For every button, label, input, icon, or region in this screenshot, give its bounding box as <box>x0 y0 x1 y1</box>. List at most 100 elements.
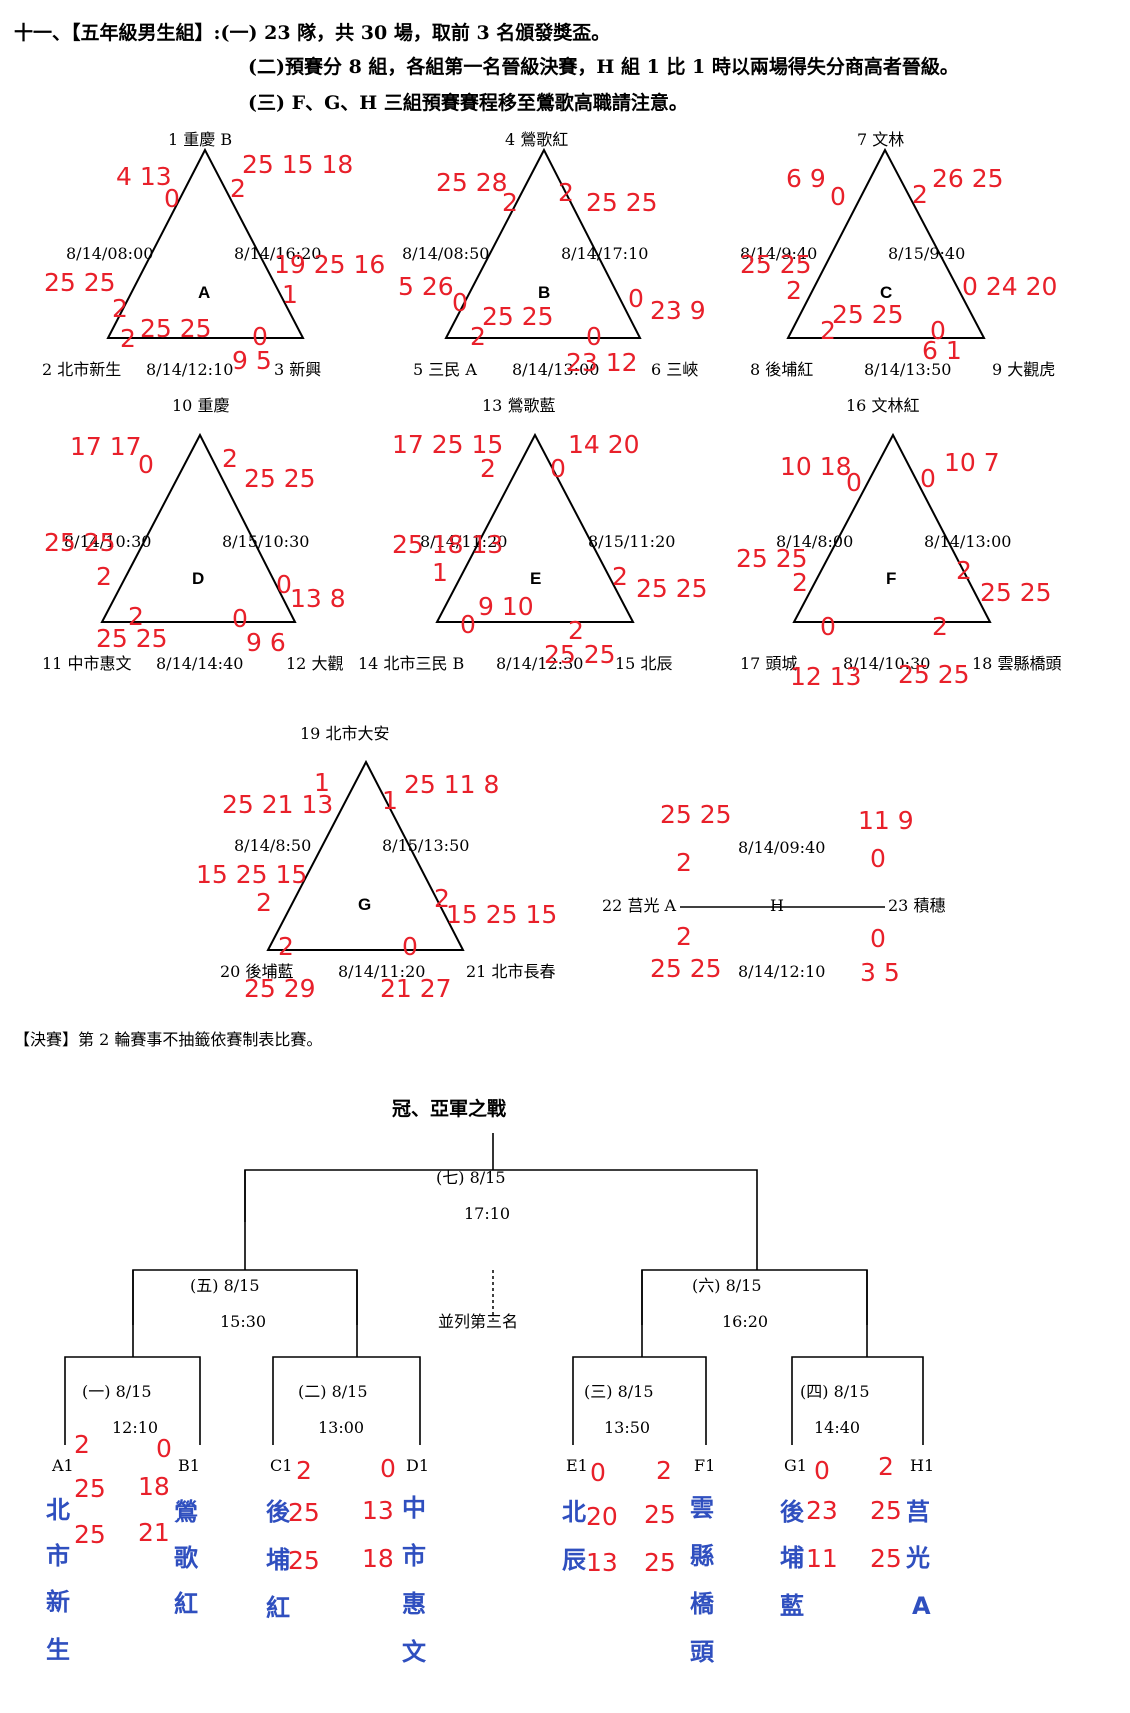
set-count: 2 <box>878 1452 894 1481</box>
group-e-time-left: 8/14/11:20 <box>420 532 508 551</box>
match-5-date: (五) 8/15 <box>190 1276 260 1295</box>
team-name-char: 雲 <box>690 1494 714 1522</box>
set-score: 25 <box>870 1496 902 1525</box>
set-score: 25 <box>288 1498 320 1527</box>
team-name-char: 生 <box>46 1636 70 1664</box>
score-annotation: 25 29 <box>244 974 316 1003</box>
score-annotation: 25 25 <box>244 464 316 493</box>
set-score: 25 <box>644 1500 676 1529</box>
score-annotation: 10 18 <box>780 452 852 481</box>
score-annotation: 25 25 <box>544 640 616 669</box>
score-annotation: 2 <box>612 562 628 591</box>
score-annotation: 25 28 <box>436 168 508 197</box>
score-annotation: 3 5 <box>860 958 900 987</box>
set-count: 2 <box>74 1430 90 1459</box>
score-annotation: 25 25 <box>482 302 554 331</box>
score-annotation: 21 27 <box>380 974 452 1003</box>
team-name-char: 新 <box>46 1588 70 1616</box>
score-annotation: 25 25 <box>140 314 212 343</box>
group-e-time-right: 8/15/11:20 <box>588 532 676 551</box>
seed-label: C1 <box>270 1456 293 1475</box>
score-annotation: 2 <box>676 848 692 877</box>
header-line-3: (三) F、G、H 三組預賽賽程移至鶯歌高職請注意。 <box>248 92 688 114</box>
score-annotation: 25 25 <box>832 300 904 329</box>
score-annotation: 9 5 <box>232 346 272 375</box>
score-annotation: 9 10 <box>478 592 534 621</box>
group-d-right-team: 12 大觀 <box>286 654 344 673</box>
match-5-time: 15:30 <box>220 1312 267 1331</box>
score-annotation: 13 8 <box>290 584 346 613</box>
score-annotation: 25 25 <box>636 574 708 603</box>
score-annotation: 15 25 15 <box>446 900 558 929</box>
group-a-time-bottom: 8/14/12:10 <box>146 360 234 379</box>
score-annotation: 25 25 <box>586 188 658 217</box>
team-name-char: 歌 <box>174 1544 198 1572</box>
score-annotation: 17 25 15 <box>392 430 504 459</box>
score-annotation: 0 <box>252 322 268 351</box>
triangle-e <box>435 432 635 623</box>
group-a-right-team: 3 新興 <box>274 360 322 379</box>
score-annotation: 0 <box>846 468 862 497</box>
set-score: 13 <box>362 1496 394 1525</box>
score-annotation: 0 <box>920 464 936 493</box>
header-line-1: 十一、【五年級男生組】:(一) 23 隊，共 30 場，取前 3 名頒發獎盃。 <box>14 22 611 44</box>
header-line-2: (二)預賽分 8 組，各組第一名晉級決賽，H 組 1 比 1 時以兩場得失分商高… <box>248 56 959 78</box>
group-d-label: D <box>192 569 205 588</box>
score-annotation: 9 6 <box>246 628 286 657</box>
score-annotation: 26 25 <box>932 164 1004 193</box>
group-c-time-right: 8/15/9:40 <box>888 244 966 263</box>
group-d-time-left: 8/14/10:30 <box>64 532 152 551</box>
group-f-time-left: 8/14/8:00 <box>776 532 854 551</box>
score-annotation: 0 <box>138 450 154 479</box>
group-g-label: G <box>358 895 372 914</box>
score-annotation: 25 25 <box>650 954 722 983</box>
seed-label: A1 <box>52 1456 74 1475</box>
set-score: 11 <box>806 1544 838 1573</box>
score-annotation: 0 <box>930 316 946 345</box>
set-count: 2 <box>296 1456 312 1485</box>
score-annotation: 0 <box>232 604 248 633</box>
triangle-f <box>792 432 992 623</box>
match-4-time: 14:40 <box>814 1418 861 1437</box>
group-g-top-team: 19 北市大安 <box>300 724 390 743</box>
score-annotation: 14 20 <box>568 430 640 459</box>
group-d-left-team: 11 中市惠文 <box>42 654 132 673</box>
group-h-label: H <box>770 896 784 915</box>
group-h-left-team: 22 莒光 A <box>602 896 677 915</box>
team-name-char: 莒 <box>906 1498 930 1526</box>
group-f-top-team: 16 文林紅 <box>846 396 920 415</box>
score-annotation: 2 <box>480 454 496 483</box>
score-annotation: 2 <box>434 884 450 913</box>
team-name-char: 辰 <box>562 1546 586 1574</box>
group-c-left-team: 8 後埔紅 <box>750 360 814 379</box>
match-1-date: (一) 8/15 <box>82 1382 152 1401</box>
seed-label: E1 <box>566 1456 588 1475</box>
group-a-left-team: 2 北市新生 <box>42 360 122 379</box>
group-f-left-team: 17 頭城 <box>740 654 798 673</box>
group-c-label: C <box>880 283 893 302</box>
score-annotation: 1 <box>314 768 330 797</box>
group-f-right-team: 18 雲縣橋頭 <box>972 654 1062 673</box>
team-name-char: 紅 <box>266 1594 290 1622</box>
match-7-time: 17:10 <box>464 1204 511 1223</box>
group-b-time-bottom: 8/14/13:00 <box>512 360 600 379</box>
group-f-label: F <box>886 569 897 588</box>
score-annotation: 10 7 <box>944 448 1000 477</box>
score-annotation: 2 <box>470 322 486 351</box>
score-annotation: 0 <box>628 284 644 313</box>
triangle-c <box>786 147 986 339</box>
score-annotation: 2 <box>912 180 928 209</box>
score-annotation: 1 <box>282 280 298 309</box>
score-annotation: 2 <box>278 932 294 961</box>
group-f-time-bottom: 8/14/10:30 <box>843 654 931 673</box>
score-annotation: 2 <box>956 556 972 585</box>
score-annotation: 1 <box>432 558 448 587</box>
score-annotation: 25 25 <box>44 528 116 557</box>
score-annotation: 0 <box>452 288 468 317</box>
team-name-char: 縣 <box>690 1542 714 1570</box>
score-annotation: 15 25 15 <box>196 860 308 889</box>
third-place-label: 並列第三名 <box>438 1312 519 1331</box>
group-h-time-top: 8/14/09:40 <box>738 838 826 857</box>
team-name-char: 後 <box>780 1498 804 1526</box>
score-annotation: 2 <box>120 324 136 353</box>
